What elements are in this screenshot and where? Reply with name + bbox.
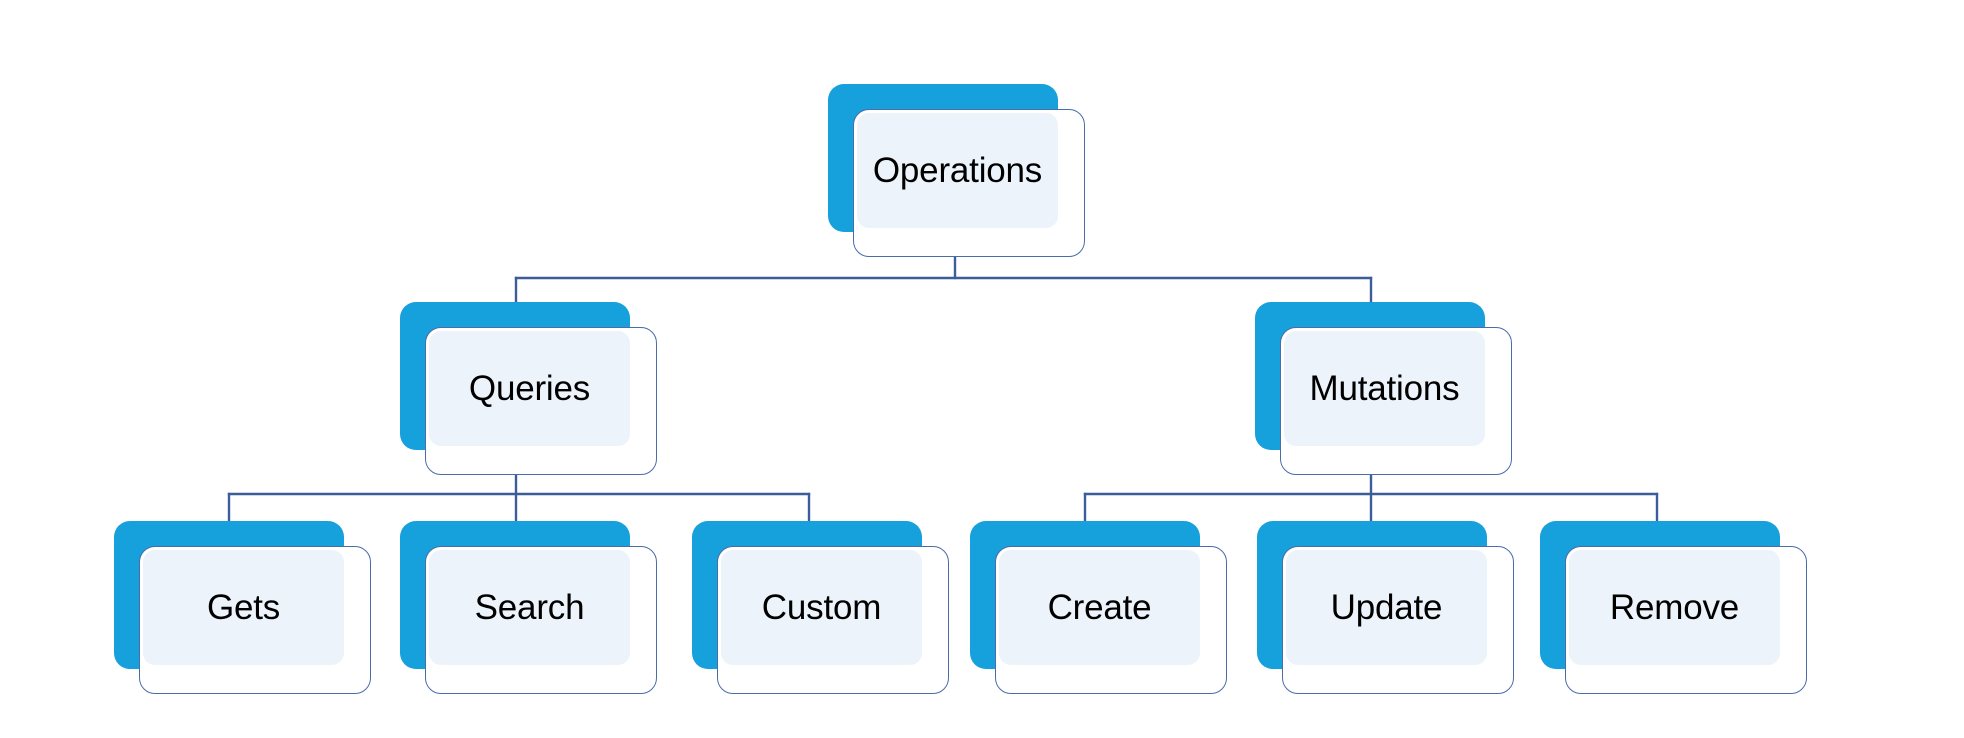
node-label-gets: Gets [206,588,281,627]
node-label-operations: Operations [872,151,1043,190]
node-panel [857,113,1058,228]
node-queries[interactable]: Queries [400,302,662,478]
node-label-create: Create [1047,588,1152,627]
node-custom[interactable]: Custom [692,521,954,697]
node-label-search: Search [474,588,585,627]
node-label-update: Update [1330,588,1443,627]
node-panel [429,550,630,665]
node-panel [429,331,630,446]
node-label-custom: Custom [761,588,882,627]
node-panel [1569,550,1780,665]
node-operations[interactable]: Operations [828,84,1090,260]
node-panel [721,550,922,665]
node-panel [1284,331,1485,446]
node-panel [143,550,344,665]
node-panel [999,550,1200,665]
node-remove[interactable]: Remove [1540,521,1812,697]
node-panel [1286,550,1487,665]
node-label-queries: Queries [468,369,591,408]
node-update[interactable]: Update [1257,521,1519,697]
node-mutations[interactable]: Mutations [1255,302,1517,478]
node-search[interactable]: Search [400,521,662,697]
node-label-mutations: Mutations [1309,369,1460,408]
node-gets[interactable]: Gets [114,521,376,697]
node-create[interactable]: Create [970,521,1232,697]
node-label-remove: Remove [1609,588,1740,627]
